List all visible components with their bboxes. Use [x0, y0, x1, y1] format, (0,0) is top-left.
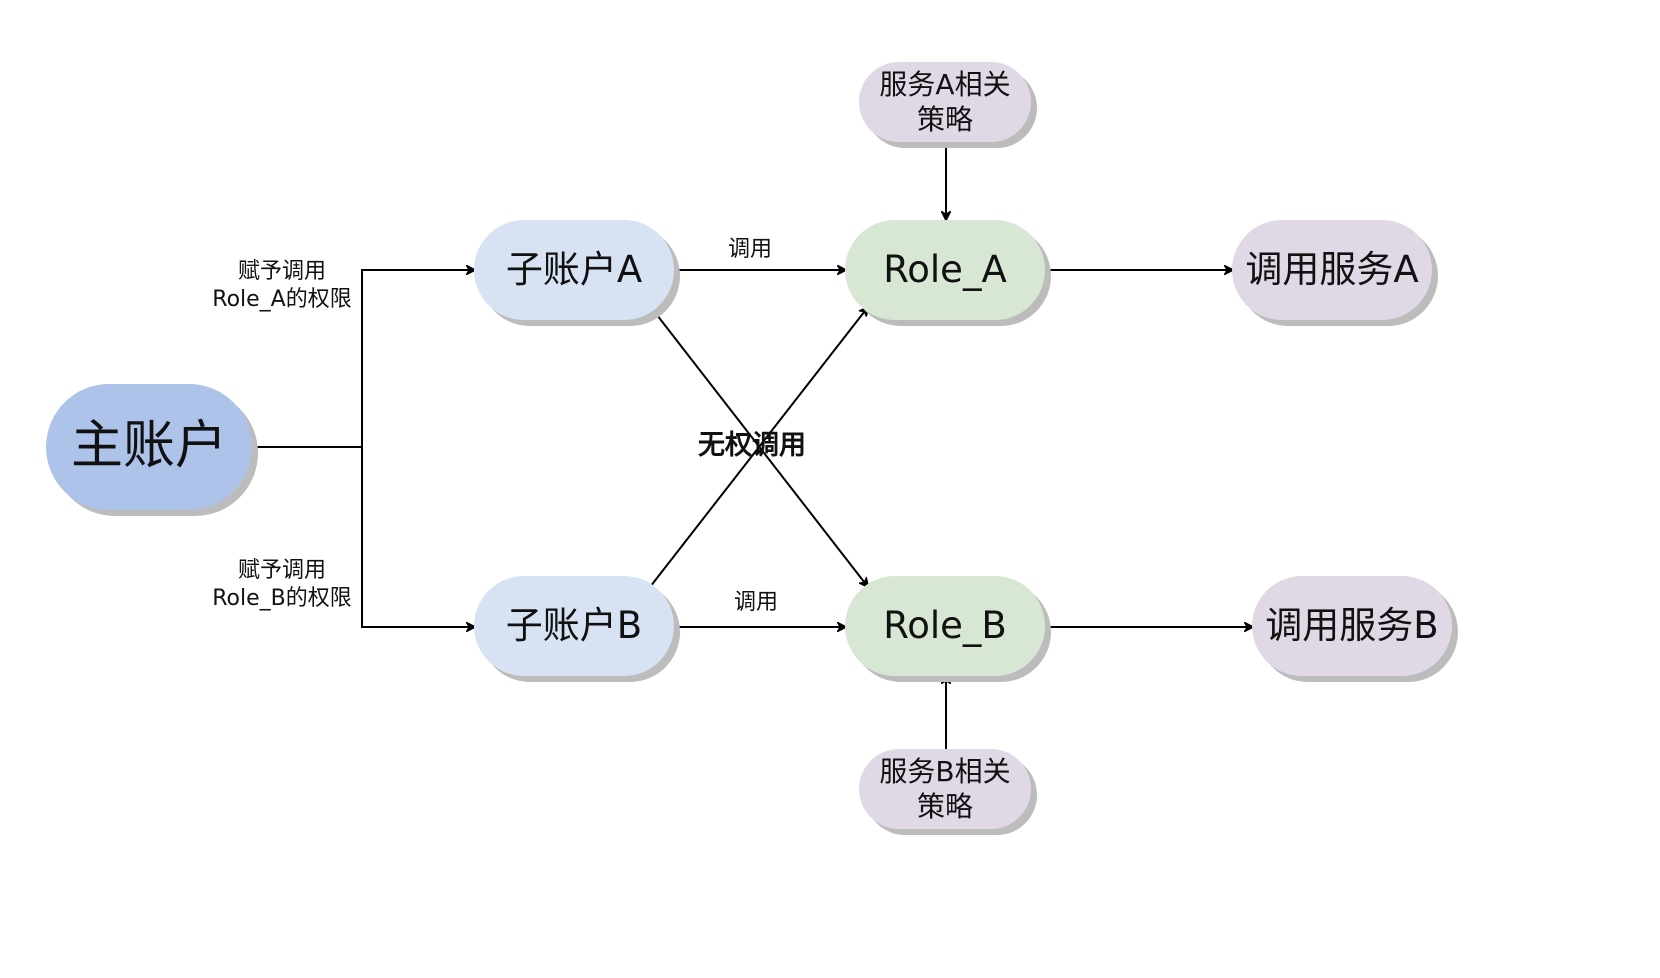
sub-account-b-label: 子账户B — [505, 604, 643, 648]
edge-main-to-sub-b — [361, 447, 475, 627]
no-permission-label: 无权调用 — [698, 430, 806, 461]
role-a-node: Role_A — [845, 220, 1045, 320]
call-role-b-label: 调用 — [733, 590, 778, 615]
role-b-node: Role_B — [845, 576, 1045, 676]
grant-role-b-label: 赋予调用 Role_B的权限 — [202, 557, 362, 613]
grant-role-a-label-line1: 赋予调用 — [237, 259, 326, 284]
policy-b-label-line1: 服务B相关 — [879, 754, 1011, 788]
sub-account-a-label: 子账户A — [505, 248, 643, 292]
policy-a-node: 服务A相关 策略 — [859, 62, 1031, 142]
grant-role-a-label-line2: Role_A的权限 — [212, 287, 352, 313]
edge-main-to-sub-a — [252, 270, 475, 448]
edge-sub-b-to-role-a — [649, 307, 868, 588]
policy-a-label-line2: 策略 — [916, 103, 973, 136]
sub-account-b-node: 子账户B — [474, 576, 674, 676]
policy-b-label-line2: 策略 — [916, 790, 973, 823]
call-role-a-label: 调用 — [727, 237, 772, 262]
grant-role-a-label: 赋予调用 Role_A的权限 — [202, 258, 362, 314]
role-a-label: Role_A — [883, 248, 1007, 292]
main-account-node: 主账户 — [46, 384, 252, 510]
sub-account-a-node: 子账户A — [474, 220, 674, 320]
role-b-label: Role_B — [883, 604, 1007, 648]
grant-role-b-label-line2: Role_B的权限 — [212, 586, 352, 612]
policy-a-label-line1: 服务A相关 — [879, 67, 1011, 101]
call-service-b-label: 调用服务B — [1265, 604, 1439, 648]
policy-b-node: 服务B相关 策略 — [859, 749, 1031, 829]
main-account-label: 主账户 — [70, 416, 227, 477]
grant-role-b-label-line1: 赋予调用 — [237, 558, 326, 583]
call-service-a-node: 调用服务A — [1232, 220, 1432, 320]
call-service-a-label: 调用服务A — [1245, 248, 1419, 292]
call-service-b-node: 调用服务B — [1252, 576, 1452, 676]
